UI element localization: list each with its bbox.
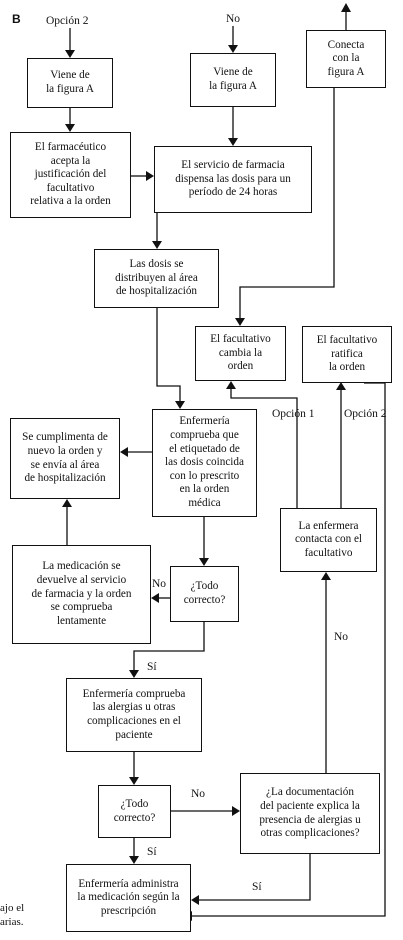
box-enfermera-contacta: La enfermera contacta con el facultativo	[280, 508, 377, 572]
arrowhead	[235, 318, 245, 326]
arrowhead	[341, 3, 351, 12]
arrowhead	[129, 670, 139, 678]
box-farmaceutico-acepta: El farmacéutico acepta la justificación …	[10, 132, 131, 218]
arrowhead	[228, 138, 238, 146]
arrowhead	[321, 572, 331, 580]
arrowhead	[120, 447, 128, 457]
box-viene-figura-a-mid: Viene de la figura A	[190, 53, 276, 107]
arrowhead	[232, 806, 240, 816]
arrowhead	[226, 381, 236, 389]
label-opcion-2-right: Opción 2	[344, 408, 387, 420]
arrowhead	[191, 895, 199, 905]
box-facultativo-ratifica: El facultativo ratifica la orden	[302, 326, 392, 383]
box-viene-figura-a-left: Viene de la figura A	[27, 58, 113, 108]
arrowhead	[199, 558, 209, 566]
box-conecta-figura-a: Conecta con la figura A	[306, 30, 386, 88]
arrowhead	[129, 856, 139, 864]
arrowhead	[146, 171, 154, 181]
label-no-mid: No	[334, 631, 349, 643]
connector	[133, 622, 205, 670]
label-si-3: Sí	[252, 881, 262, 893]
arrowhead	[336, 382, 346, 390]
label-no-left: No	[152, 578, 167, 590]
arrowhead	[228, 45, 238, 53]
box-facultativo-cambia: El facultativo cambia la orden	[195, 326, 286, 381]
arrowhead	[65, 124, 75, 132]
box-enfermeria-comprueba-etiquetado: Enfermería comprueba que el etiquetado d…	[152, 409, 257, 517]
panel-label: B	[12, 12, 21, 26]
box-servicio-farmacia: El servicio de farmacia dispensa las dos…	[154, 146, 312, 213]
arrowhead	[175, 401, 185, 409]
box-cumplimenta-orden: Se cumplimenta de nuevo la orden y se en…	[10, 418, 120, 499]
connector	[198, 854, 311, 901]
connector	[191, 382, 386, 917]
decision-todo-correcto-1: ¿Todo correcto?	[170, 566, 239, 622]
arrowhead	[129, 777, 139, 785]
connector	[239, 88, 335, 318]
margin-text-line-1: ajo el	[0, 902, 25, 914]
label-opcion-2-top: Opción 2	[46, 15, 89, 27]
decision-todo-correcto-2: ¿Todo correcto?	[98, 785, 171, 838]
connector	[156, 308, 181, 401]
label-no-top: No	[226, 13, 241, 25]
label-opcion-1: Opción 1	[272, 408, 315, 420]
box-enfermeria-administra: Enfermería administra la medicación segú…	[66, 864, 191, 932]
connector	[230, 389, 298, 508]
label-si-1: Sí	[147, 661, 157, 673]
label-no-right: No	[191, 788, 206, 800]
label-si-2: Sí	[147, 846, 157, 858]
margin-text-line-2: arias.	[0, 916, 24, 928]
arrowhead	[62, 499, 72, 507]
decision-documentacion-paciente: ¿La documentación del paciente explica l…	[240, 773, 380, 854]
arrowhead	[152, 241, 162, 249]
box-enfermeria-comprueba-alergias: Enfermería comprueba las alergias u otra…	[66, 678, 202, 752]
box-medicacion-devuelve: La medicación se devuelve al servicio de…	[12, 545, 151, 644]
arrowhead	[151, 593, 159, 603]
box-dosis-distribuyen: Las dosis se distribuyen al área de hosp…	[94, 249, 219, 308]
arrowhead	[65, 50, 75, 58]
